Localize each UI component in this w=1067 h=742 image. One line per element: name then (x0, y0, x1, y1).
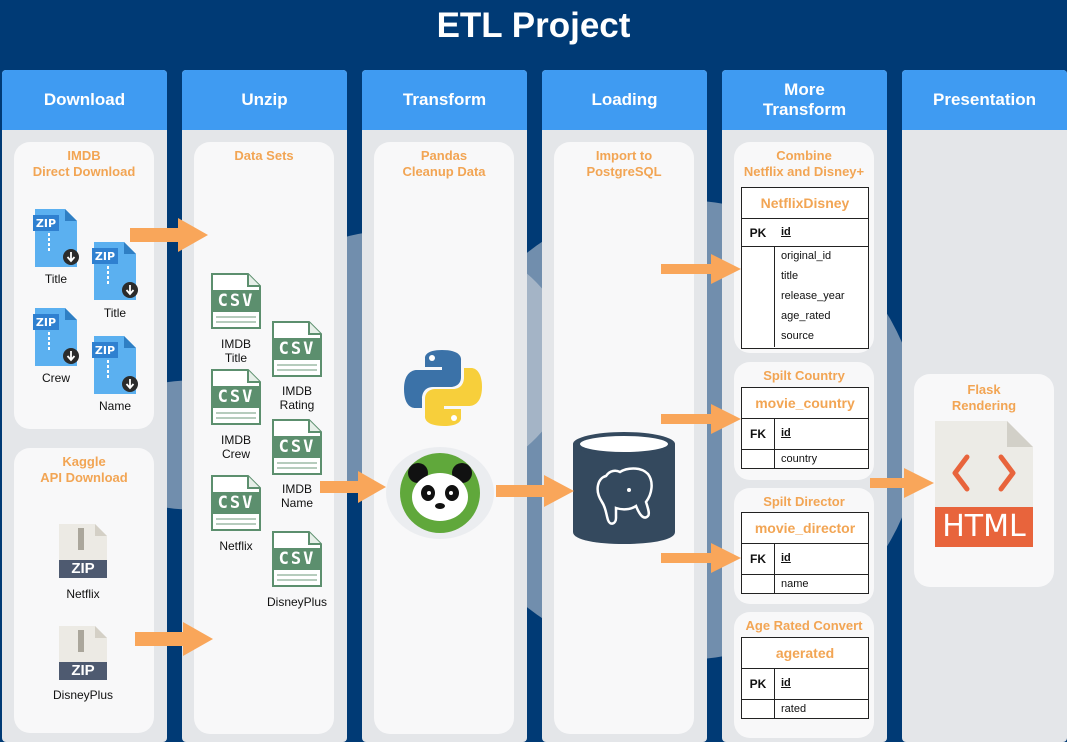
key-field: id (781, 552, 791, 564)
key-spacer (742, 450, 775, 468)
column-header: Presentation (902, 70, 1067, 130)
key-type: FK (742, 419, 775, 449)
column-header: More Transform (722, 70, 887, 130)
csv-text: CSV (217, 493, 255, 513)
key-spacer (742, 700, 775, 718)
panel-title: Import to PostgreSQL (586, 148, 662, 179)
file-label: Crew (41, 371, 70, 385)
csv-file-icon: CSV (271, 418, 323, 476)
zip-download-icon: ZIP (33, 207, 79, 274)
panel-title: Data Sets (234, 148, 294, 163)
panel-title: Kaggle API Download (40, 454, 128, 485)
panel-title: Spilt Country (763, 368, 845, 383)
pandas-panel: Pandas Cleanup Data (374, 142, 514, 734)
file-label: IMDB Name (280, 482, 313, 510)
csv-file-icon: CSV (210, 272, 262, 330)
panel-title: Spilt Director (763, 494, 845, 509)
key-type: PK (749, 225, 767, 240)
zip-archive-icon (57, 624, 109, 687)
movie-country-table: movie_country FK id country (741, 387, 869, 469)
key-spacer (742, 247, 775, 347)
key-type: PK (742, 669, 775, 699)
csv-text: CSV (217, 291, 255, 311)
svg-text:ZIP: ZIP (36, 217, 56, 230)
table-key-row: FK id (742, 544, 868, 575)
file-label: DisneyPlus (266, 595, 328, 609)
svg-text:ZIP: ZIP (95, 250, 115, 263)
netflix-disney-table: NetflixDisney PK id original_id title re… (741, 187, 869, 349)
csv-file-icon: CSV (271, 320, 323, 378)
key-type: FK (742, 544, 775, 574)
table-fields: name (742, 575, 868, 593)
movie-director-table: movie_director FK id name (741, 512, 869, 594)
kaggle-panel: Kaggle API Download (14, 448, 154, 733)
column-download: Download IMDB Direct Download Kaggle API… (2, 70, 167, 742)
table-name: NetflixDisney (742, 188, 868, 219)
panel-title: Age Rated Convert (745, 618, 863, 633)
table-key-row: PK id (742, 219, 868, 247)
svg-text:ZIP: ZIP (95, 344, 115, 357)
panel-title: Flask Rendering (951, 382, 1017, 413)
column-presentation: Presentation Flask Rendering (902, 70, 1067, 742)
key-spacer (742, 575, 775, 593)
html-file-icon: HTML (933, 419, 1035, 549)
table-name: agerated (742, 638, 868, 669)
key-field: id (781, 226, 791, 238)
zip-archive-icon (57, 522, 109, 585)
column-header: Transform (362, 70, 527, 130)
file-label: DisneyPlus (52, 688, 114, 702)
postgresql-logo-icon (571, 430, 677, 551)
file-label: IMDB Rating (279, 384, 315, 412)
panel-title: IMDB Direct Download (32, 148, 136, 179)
zip-download-icon: ZIP (33, 306, 79, 373)
key-field: id (781, 427, 791, 439)
csv-text: CSV (217, 387, 255, 407)
zip-download-icon: ZIP (92, 334, 138, 401)
table-fields: country (742, 450, 868, 468)
key-field: id (781, 677, 791, 689)
field-item: country (781, 453, 818, 465)
file-label: Netflix (66, 587, 100, 601)
csv-file-icon: CSV (271, 530, 323, 588)
field-item: release_year (781, 290, 845, 302)
table-key-row: FK id (742, 419, 868, 450)
field-item: age_rated (781, 310, 831, 322)
agerated-table: agerated PK id rated (741, 637, 869, 719)
file-label: IMDB Crew (221, 433, 251, 461)
column-header: Download (2, 70, 167, 130)
panel-title: Combine Netflix and Disney+ (743, 148, 865, 179)
table-name: movie_director (742, 513, 868, 544)
file-label: Netflix (219, 539, 253, 553)
table-fields: original_id title release_year age_rated… (742, 247, 868, 347)
csv-text: CSV (278, 549, 316, 569)
file-label: Title (44, 272, 68, 286)
column-header: Unzip (182, 70, 347, 130)
zip-text: ZIP (71, 662, 95, 679)
svg-text:ZIP: ZIP (36, 316, 56, 329)
page-title: ETL Project (436, 6, 631, 45)
table-name: movie_country (742, 388, 868, 419)
field-item: name (781, 578, 809, 590)
column-header: Loading (542, 70, 707, 130)
field-item: source (781, 330, 815, 342)
csv-text: CSV (278, 339, 316, 359)
field-item: title (781, 270, 799, 282)
pandas-logo-icon (384, 443, 496, 548)
field-item: rated (781, 703, 807, 715)
file-label: IMDB Title (221, 337, 251, 365)
zip-text: ZIP (71, 560, 95, 577)
csv-text: CSV (278, 437, 316, 457)
table-fields: rated (742, 700, 868, 718)
panel-title: Pandas Cleanup Data (402, 148, 486, 179)
file-label: Title (103, 306, 127, 320)
column-loading: Loading Import to PostgreSQL (542, 70, 707, 742)
csv-file-icon: CSV (210, 474, 262, 532)
zip-download-icon: ZIP (92, 240, 138, 307)
field-item: original_id (781, 250, 832, 262)
table-key-row: PK id (742, 669, 868, 700)
csv-file-icon: CSV (210, 368, 262, 426)
file-label: Name (98, 399, 131, 413)
html-label: HTML (942, 509, 1026, 544)
python-logo-icon (401, 346, 485, 435)
